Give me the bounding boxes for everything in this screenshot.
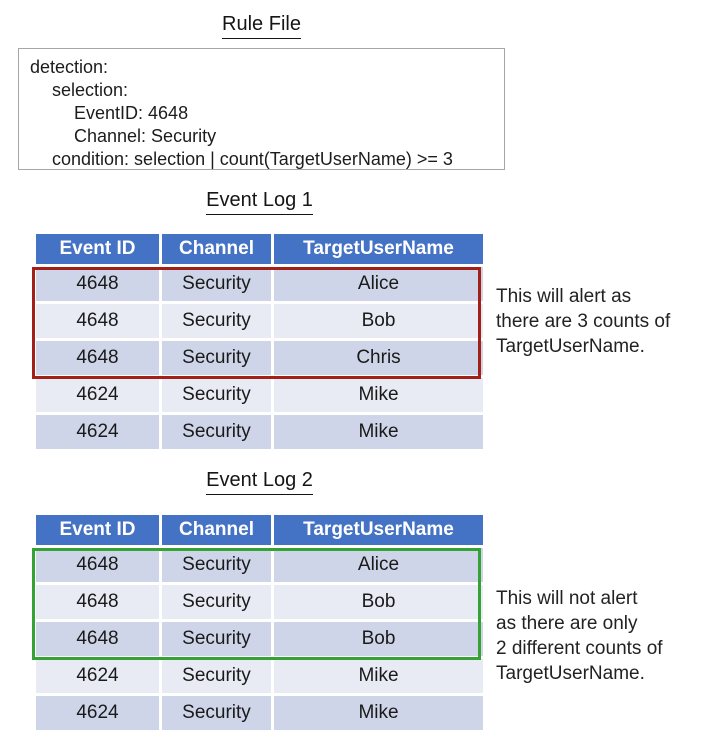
table-row: 4624 Security Mike xyxy=(36,696,483,733)
cell-channel: Security xyxy=(162,622,274,659)
annotation-line: as there are only xyxy=(496,613,638,634)
cell-target-user-name: Mike xyxy=(274,696,483,733)
table-row: 4648 Security Bob xyxy=(36,304,483,341)
event-log-2-title: Event Log 2 xyxy=(36,468,483,495)
alert-annotation: This will alert as there are 3 counts of… xyxy=(496,284,670,359)
annotation-line: there are 3 counts of xyxy=(496,311,671,332)
cell-event-id: 4624 xyxy=(36,415,162,452)
cell-target-user-name: Alice xyxy=(274,548,483,585)
column-header-target-user-name: TargetUserName xyxy=(274,515,483,548)
cell-event-id: 4648 xyxy=(36,622,162,659)
table-row: 4624 Security Mike xyxy=(36,415,483,452)
cell-event-id: 4624 xyxy=(36,378,162,415)
cell-target-user-name: Bob xyxy=(274,622,483,659)
table-row: 4624 Security Mike xyxy=(36,378,483,415)
annotation-line: 2 different counts of xyxy=(496,638,663,659)
cell-event-id: 4648 xyxy=(36,267,162,304)
cell-target-user-name: Bob xyxy=(274,304,483,341)
cell-channel: Security xyxy=(162,415,274,452)
cell-channel: Security xyxy=(162,304,274,341)
column-header-target-user-name: TargetUserName xyxy=(274,234,483,267)
event-log-1-table-area: Event ID Channel TargetUserName 4648 Sec… xyxy=(32,234,670,452)
no-alert-annotation: This will not alert as there are only 2 … xyxy=(496,586,663,686)
cell-event-id: 4624 xyxy=(36,696,162,733)
event-log-1-title-text: Event Log 1 xyxy=(206,188,313,215)
cell-channel: Security xyxy=(162,267,274,304)
cell-channel: Security xyxy=(162,378,274,415)
cell-channel: Security xyxy=(162,659,274,696)
rule-code-line: EventID: 4648 xyxy=(74,103,189,123)
rule-code-line: Channel: Security xyxy=(74,126,217,146)
cell-channel: Security xyxy=(162,696,274,733)
event-log-2-title-text: Event Log 2 xyxy=(206,468,313,495)
rule-file-code-box: detection: selection: EventID: 4648 Chan… xyxy=(18,48,505,170)
event-log-1-table: Event ID Channel TargetUserName 4648 Sec… xyxy=(36,234,483,452)
annotation-line: TargetUserName. xyxy=(496,663,645,684)
event-log-1-title: Event Log 1 xyxy=(36,188,483,215)
table-row: 4648 Security Alice xyxy=(36,548,483,585)
table-row: 4648 Security Bob xyxy=(36,585,483,622)
rule-file-section: Rule File detection: selection: EventID:… xyxy=(0,12,722,170)
cell-event-id: 4648 xyxy=(36,341,162,378)
column-header-channel: Channel xyxy=(162,234,274,267)
cell-event-id: 4648 xyxy=(36,548,162,585)
column-header-event-id: Event ID xyxy=(36,515,162,548)
cell-target-user-name: Mike xyxy=(274,659,483,696)
cell-channel: Security xyxy=(162,585,274,622)
table-row: 4648 Security Chris xyxy=(36,341,483,378)
header-row: Event ID Channel TargetUserName xyxy=(36,234,483,267)
cell-target-user-name: Alice xyxy=(274,267,483,304)
header-row: Event ID Channel TargetUserName xyxy=(36,515,483,548)
rule-code-line: condition: selection | count(TargetUserN… xyxy=(52,149,453,169)
table-row: 4648 Security Alice xyxy=(36,267,483,304)
annotation-line: This will alert as xyxy=(496,286,632,307)
event-log-2-table-area: Event ID Channel TargetUserName 4648 Sec… xyxy=(32,515,663,733)
table-row: 4648 Security Bob xyxy=(36,622,483,659)
event-log-2-section: Event Log 2 Event ID Channel TargetUserN… xyxy=(0,468,722,733)
rule-code-line: detection: xyxy=(30,57,109,77)
annotation-line: TargetUserName. xyxy=(496,336,645,357)
annotation-line: This will not alert xyxy=(496,588,638,609)
cell-channel: Security xyxy=(162,548,274,585)
cell-target-user-name: Chris xyxy=(274,341,483,378)
rule-file-title-text: Rule File xyxy=(222,12,301,39)
cell-event-id: 4648 xyxy=(36,585,162,622)
column-header-event-id: Event ID xyxy=(36,234,162,267)
cell-target-user-name: Mike xyxy=(274,415,483,452)
cell-target-user-name: Mike xyxy=(274,378,483,415)
event-log-2-table: Event ID Channel TargetUserName 4648 Sec… xyxy=(36,515,483,733)
cell-target-user-name: Bob xyxy=(274,585,483,622)
column-header-channel: Channel xyxy=(162,515,274,548)
rule-file-title: Rule File xyxy=(18,12,505,39)
table-row: 4624 Security Mike xyxy=(36,659,483,696)
cell-event-id: 4624 xyxy=(36,659,162,696)
cell-event-id: 4648 xyxy=(36,304,162,341)
cell-channel: Security xyxy=(162,341,274,378)
event-log-1-section: Event Log 1 Event ID Channel TargetUserN… xyxy=(0,188,722,452)
rule-code-line: selection: xyxy=(52,80,129,100)
